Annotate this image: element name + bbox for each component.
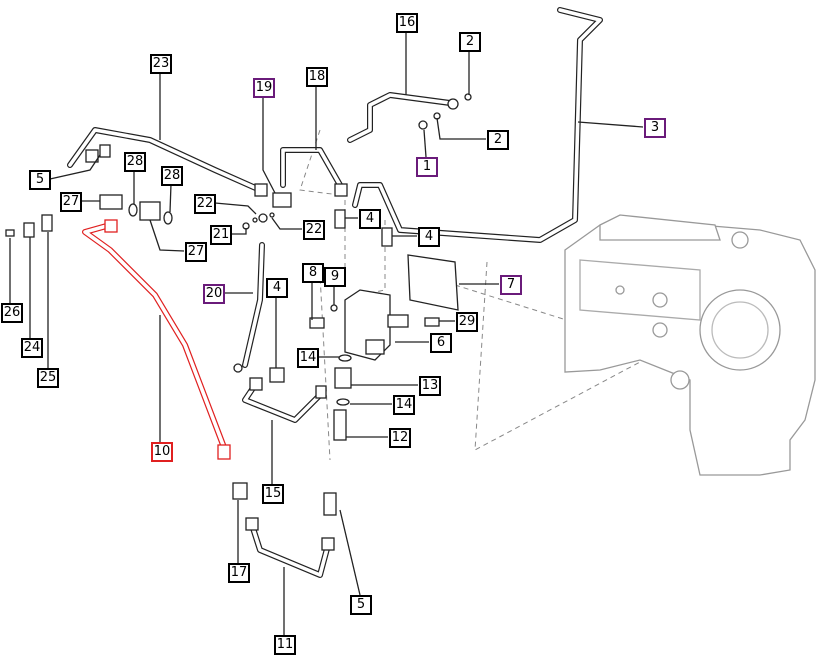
bolt-29 (424, 317, 440, 327)
pipe-15 (242, 377, 327, 423)
plate-7 (407, 254, 459, 311)
fitting-17 (232, 482, 248, 500)
elbow-13 (334, 367, 352, 389)
callout-28[interactable]: 28 (161, 166, 183, 186)
callout-22[interactable]: 22 (194, 194, 216, 214)
callout-28[interactable]: 28 (124, 152, 146, 172)
callout-24[interactable]: 24 (21, 338, 43, 358)
pipe-18 (280, 147, 348, 197)
callout-5[interactable]: 5 (350, 595, 372, 615)
bolt-26 (5, 229, 15, 237)
callout-20[interactable]: 20 (203, 284, 225, 304)
callout-25[interactable]: 25 (37, 368, 59, 388)
callout-14[interactable]: 14 (393, 395, 415, 415)
callout-10[interactable]: 10 (151, 442, 173, 462)
tee-fitting-19 (272, 192, 292, 208)
valve-block-6 (309, 289, 409, 361)
callout-14[interactable]: 14 (297, 348, 319, 368)
assembly-dashline (454, 284, 631, 341)
callout-23[interactable]: 23 (150, 54, 172, 74)
callout-13[interactable]: 13 (419, 376, 441, 396)
fitting-4 (381, 227, 393, 247)
callout-22[interactable]: 22 (303, 220, 325, 240)
pipe-3 (352, 7, 603, 243)
fitting-4 (334, 209, 346, 229)
plate-25 (41, 214, 53, 232)
callout-4[interactable]: 4 (418, 227, 440, 247)
callout-18[interactable]: 18 (306, 67, 328, 87)
callout-17[interactable]: 17 (228, 563, 250, 583)
callout-2[interactable]: 2 (487, 130, 509, 150)
transmission-housing (564, 214, 816, 476)
callout-15[interactable]: 15 (262, 484, 284, 504)
callout-4[interactable]: 4 (266, 278, 288, 298)
callout-6[interactable]: 6 (430, 333, 452, 353)
callout-27[interactable]: 27 (60, 192, 82, 212)
callout-16[interactable]: 16 (396, 13, 418, 33)
pipe-23 (67, 127, 268, 197)
callout-7[interactable]: 7 (500, 275, 522, 295)
pipe-16 (347, 92, 472, 143)
o-ring-14 (338, 354, 352, 362)
callout-29[interactable]: 29 (456, 312, 478, 332)
fitting-5 (323, 492, 337, 516)
callout-2[interactable]: 2 (459, 32, 481, 52)
fitting-4 (269, 367, 285, 383)
adapter-12 (333, 409, 347, 441)
callout-11[interactable]: 11 (274, 635, 296, 655)
callout-21[interactable]: 21 (210, 225, 232, 245)
callout-4[interactable]: 4 (359, 209, 381, 229)
callout-19[interactable]: 19 (253, 78, 275, 98)
callout-5[interactable]: 5 (29, 170, 51, 190)
pipe-10 (82, 219, 231, 460)
assembly-dashline (359, 220, 386, 296)
callout-26[interactable]: 26 (1, 303, 23, 323)
leader-lines (9, 32, 644, 635)
callout-27[interactable]: 27 (185, 242, 207, 262)
callout-8[interactable]: 8 (302, 263, 324, 283)
o-ring-14 (336, 398, 350, 406)
adapter-27-28 (99, 194, 173, 225)
assembly-dashline (299, 129, 341, 196)
pipe-11 (245, 517, 335, 578)
callout-12[interactable]: 12 (389, 428, 411, 448)
clamp-24 (23, 222, 35, 238)
callout-3[interactable]: 3 (644, 118, 666, 138)
callout-1[interactable]: 1 (416, 157, 438, 177)
callout-9[interactable]: 9 (324, 267, 346, 287)
